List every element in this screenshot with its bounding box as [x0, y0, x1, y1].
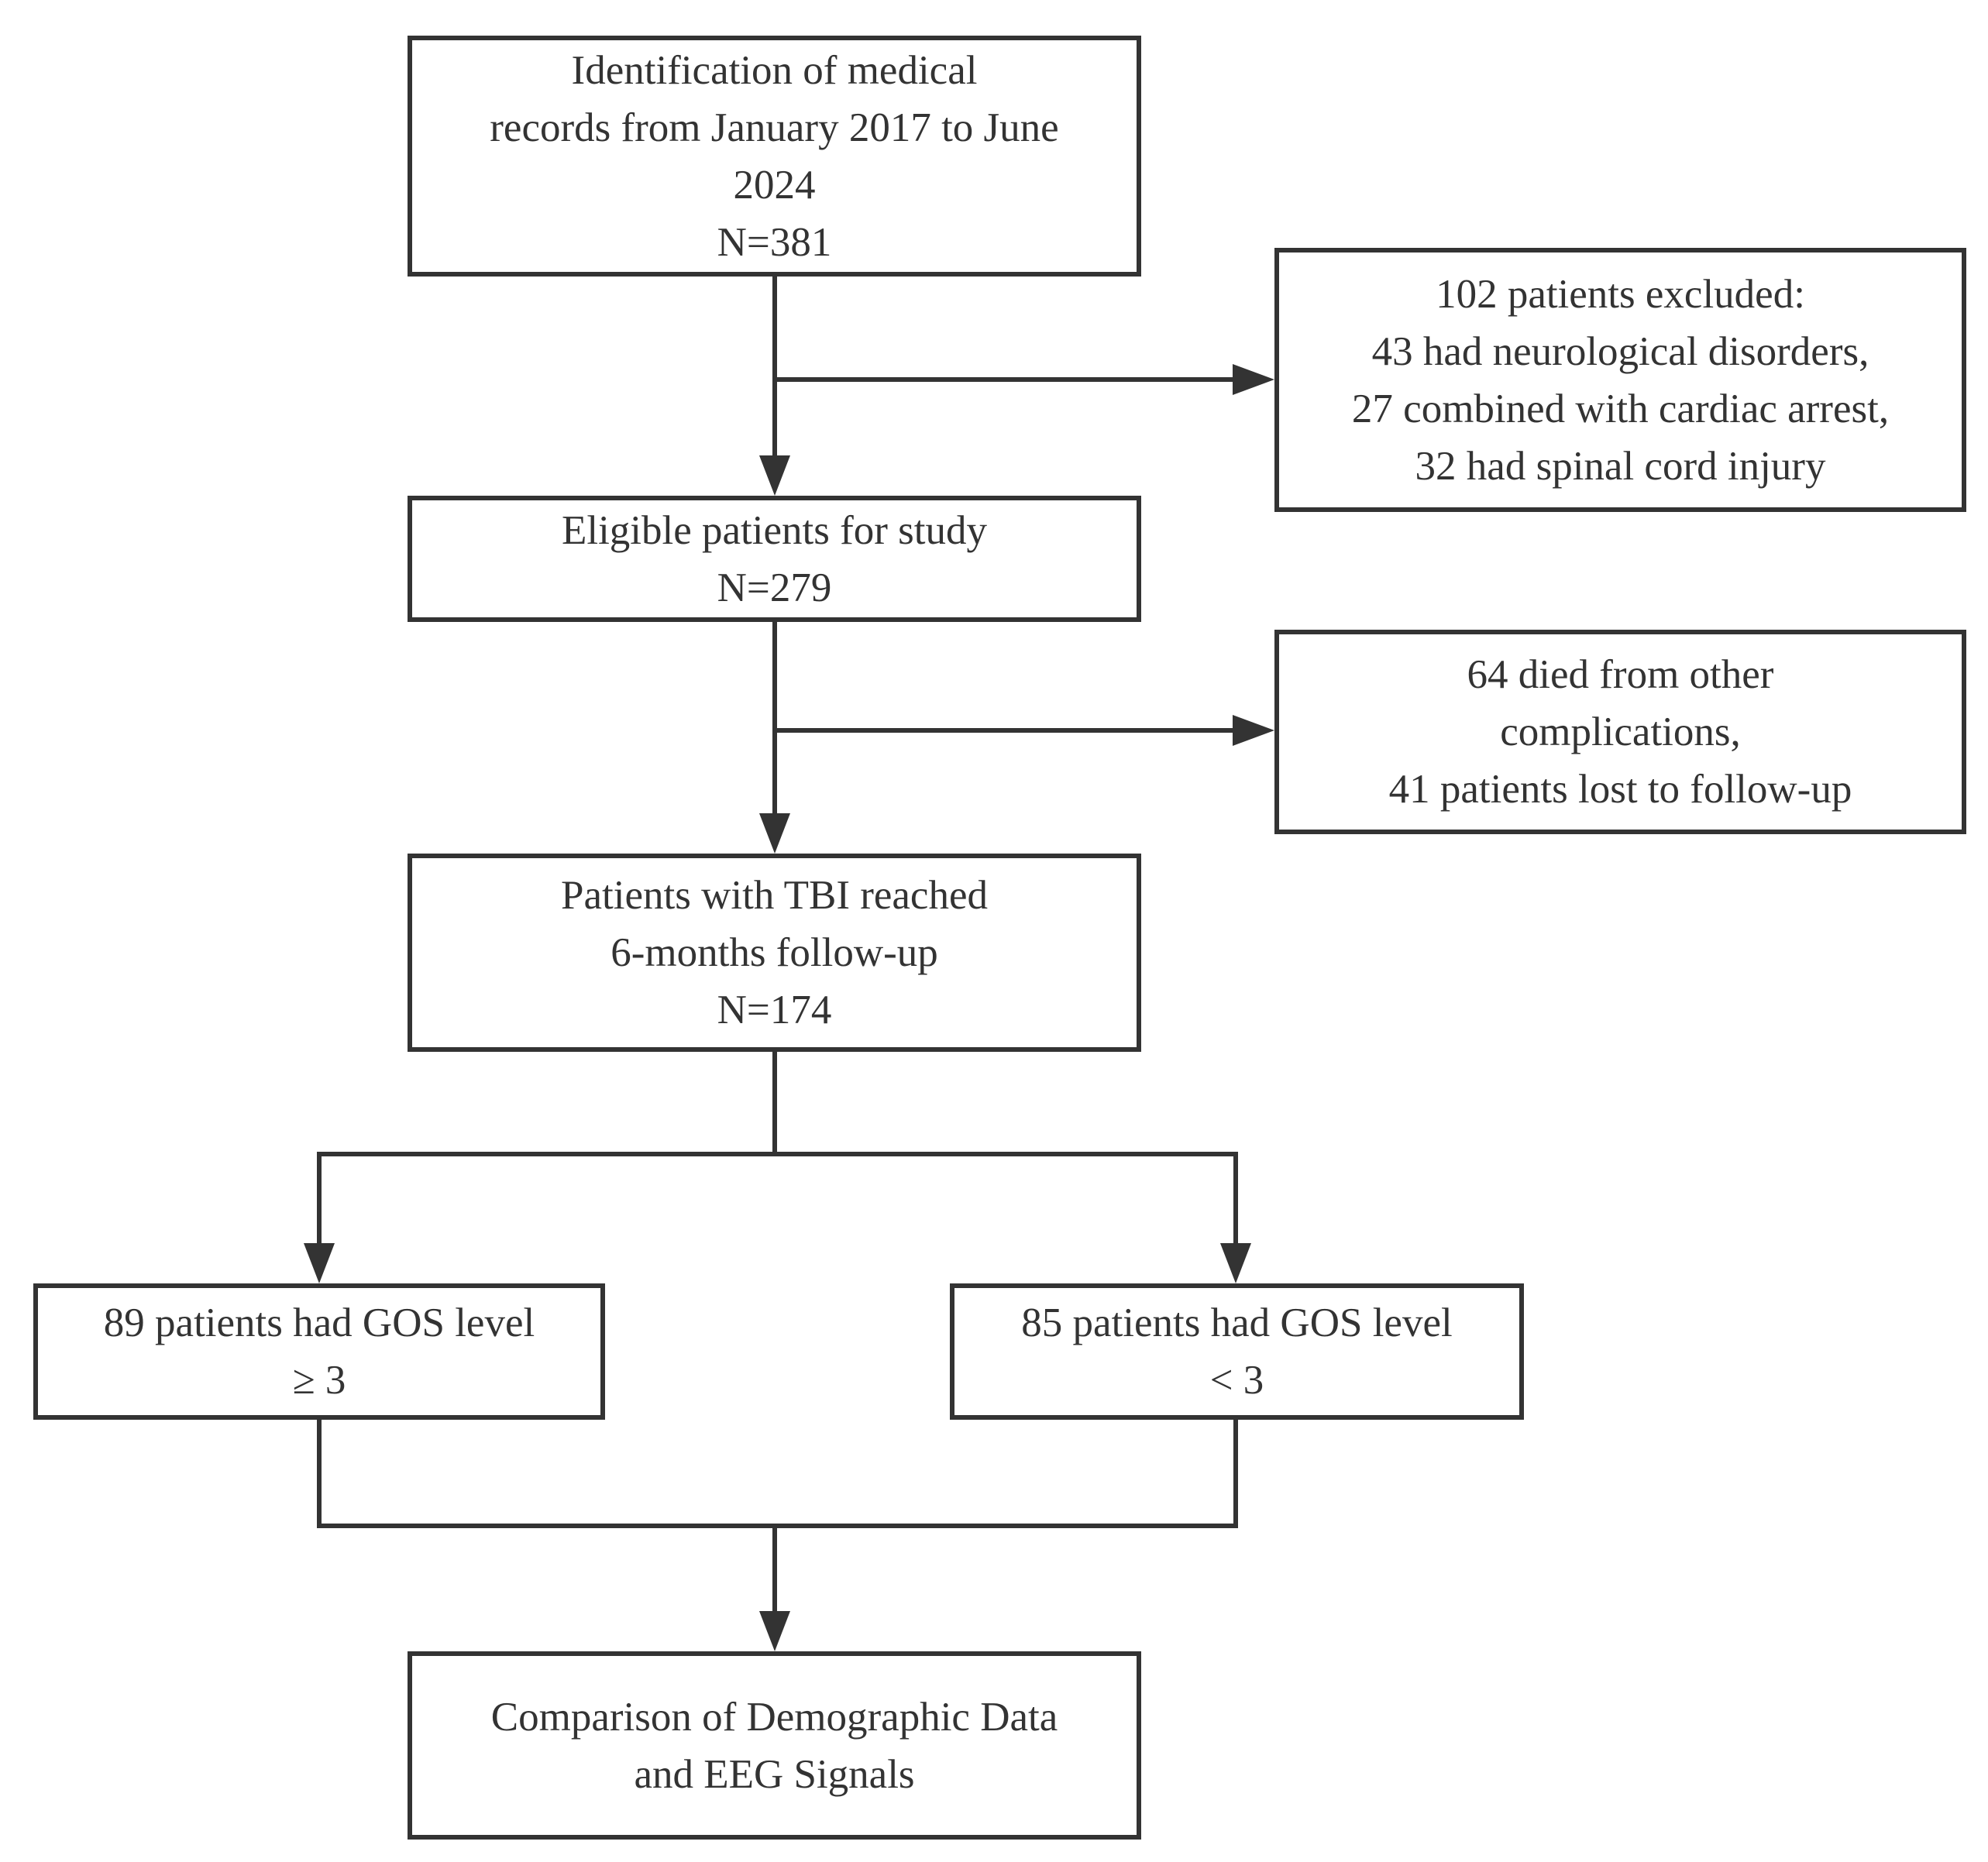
arrowhead-to-reached: [759, 813, 790, 854]
gos-high-line-1: 89 patients had GOS level: [103, 1300, 535, 1345]
eligible-count: N=279: [717, 565, 832, 610]
excluded-line-4: 32 had spinal cord injury: [1415, 443, 1826, 489]
gos-high-box: 89 patients had GOS level ≥ 3: [33, 1283, 605, 1420]
lost-line-3: 41 patients lost to follow-up: [1388, 767, 1852, 812]
comparison-line-2: and EEG Signals: [634, 1751, 915, 1797]
identification-line-2: records from January 2017 to June: [490, 105, 1059, 150]
eligible-box: Eligible patients for study N=279: [408, 496, 1141, 622]
arrowhead-to-excluded: [1233, 364, 1274, 395]
reached-line-2: 6-months follow-up: [611, 930, 938, 975]
reached-followup-box: Patients with TBI reached 6-months follo…: [408, 854, 1141, 1052]
excluded-line-1: 102 patients excluded:: [1436, 271, 1805, 317]
reached-count: N=174: [717, 988, 832, 1032]
excluded-line-2: 43 had neurological disorders,: [1371, 328, 1869, 374]
excluded-box: 102 patients excluded: 43 had neurologic…: [1274, 248, 1966, 512]
reached-line-1: Patients with TBI reached: [561, 873, 988, 918]
arrowhead-to-gos-high: [304, 1243, 335, 1283]
arrowhead-to-eligible: [759, 455, 790, 496]
gos-low-line-1: 85 patients had GOS level: [1021, 1300, 1453, 1345]
identification-count: N=381: [717, 219, 832, 265]
identification-box: Identification of medical records from J…: [408, 36, 1141, 277]
arrowhead-to-gos-low: [1220, 1243, 1251, 1283]
lost-box: 64 died from other complications, 41 pat…: [1274, 630, 1966, 834]
identification-line-3: 2024: [733, 162, 816, 208]
arrowhead-to-comparison: [759, 1611, 790, 1651]
lost-line-2: complications,: [1500, 709, 1741, 754]
gos-low-line-2: < 3: [1209, 1358, 1264, 1403]
gos-high-line-2: ≥ 3: [292, 1358, 346, 1403]
eligible-line-1: Eligible patients for study: [561, 507, 988, 553]
lost-line-1: 64 died from other: [1467, 652, 1774, 697]
excluded-line-3: 27 combined with cardiac arrest,: [1351, 386, 1890, 431]
identification-line-1: Identification of medical: [571, 47, 978, 93]
gos-low-box: 85 patients had GOS level < 3: [950, 1283, 1524, 1420]
comparison-box: Comparison of Demographic Data and EEG S…: [408, 1651, 1141, 1840]
arrowhead-to-lost: [1233, 715, 1274, 746]
comparison-line-1: Comparison of Demographic Data: [490, 1694, 1058, 1740]
